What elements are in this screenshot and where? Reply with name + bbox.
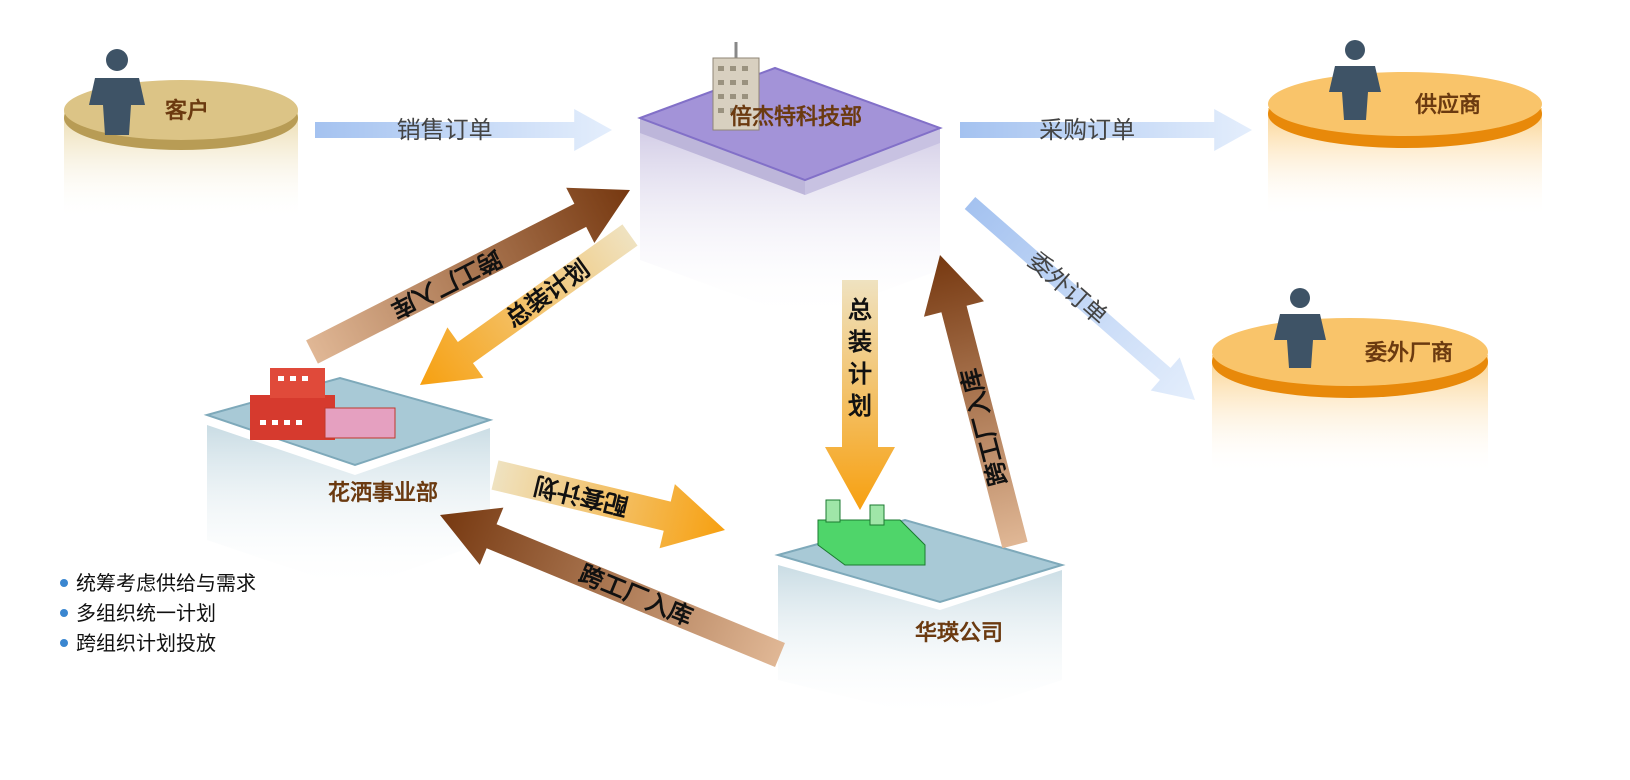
- office-building-icon: [712, 42, 760, 131]
- supplier-label: 供应商: [1414, 92, 1481, 118]
- bullet-text: 多组织统一计划: [76, 601, 216, 625]
- huaying-label: 华瑛公司: [915, 620, 1003, 646]
- huaying-node: 华瑛公司: [774, 499, 1066, 720]
- shower-division-node: 花洒事业部: [203, 368, 494, 590]
- arrow-shape: [960, 109, 1252, 151]
- customer-node: 客户: [64, 49, 298, 220]
- shower-division-label: 花洒事业部: [328, 480, 438, 506]
- arrow-shape: [825, 280, 895, 510]
- hq-node: 倍杰特科技部: [637, 42, 943, 320]
- flow-label: 跨工厂入库: [575, 560, 697, 632]
- arrow-assembly-plan-2: 总装计划: [825, 280, 895, 510]
- hq-label: 倍杰特科技部: [730, 104, 862, 130]
- person-icon: [89, 49, 145, 135]
- flow-label: 销售订单: [397, 116, 493, 144]
- flow-label: 配套计划: [531, 471, 631, 521]
- flow-label-char: 总: [848, 296, 872, 324]
- supplier-node: 供应商: [1268, 40, 1542, 218]
- bullet-list: 统筹考虑供给与需求 多组织统一计划 跨组织计划投放: [60, 568, 256, 658]
- arrow-shape: [964, 196, 1195, 401]
- flow-label: 跨工厂入库: [386, 244, 506, 323]
- arrow-outsourcing-order: 委外订单: [964, 196, 1195, 401]
- arrow-sales-order: 销售订单: [315, 109, 612, 151]
- arrow-shape: [419, 224, 638, 385]
- flow-label: 跨工厂入库: [956, 365, 1013, 488]
- subcontractor-label: 委外厂商: [1365, 340, 1453, 366]
- flow-label-char: 计: [848, 360, 872, 388]
- person-icon: [1274, 288, 1326, 368]
- arrow-shape: [315, 109, 612, 151]
- arrow-cross-factory-in-2: 跨工厂入库: [923, 254, 1028, 549]
- arrow-shape: [440, 507, 785, 668]
- bullet-item: 统筹考虑供给与需求: [60, 568, 256, 598]
- bullet-text: 统筹考虑供给与需求: [76, 571, 256, 595]
- flow-label-char: 装: [848, 328, 872, 356]
- arrow-shape: [491, 460, 725, 549]
- bullet-icon: [60, 639, 68, 647]
- bullet-icon: [60, 609, 68, 617]
- factory-icon: [250, 368, 396, 440]
- flow-label: 总装计划: [501, 254, 595, 333]
- arrow-purchase-order: 采购订单: [960, 109, 1252, 151]
- bullet-item: 多组织统一计划: [60, 598, 256, 628]
- flow-label-char: 划: [848, 392, 872, 420]
- customer-label: 客户: [165, 98, 209, 124]
- arrow-shape: [923, 254, 1028, 549]
- subcontractor-node: 委外厂商: [1212, 288, 1488, 475]
- bullet-icon: [60, 579, 68, 587]
- person-icon: [1329, 40, 1381, 120]
- flow-label: 委外订单: [1022, 246, 1113, 330]
- arrow-shape: [306, 187, 630, 364]
- bullet-text: 跨组织计划投放: [76, 631, 216, 655]
- flow-label: 采购订单: [1039, 116, 1135, 144]
- green-factory-icon: [817, 499, 926, 566]
- bullet-item: 跨组织计划投放: [60, 628, 256, 658]
